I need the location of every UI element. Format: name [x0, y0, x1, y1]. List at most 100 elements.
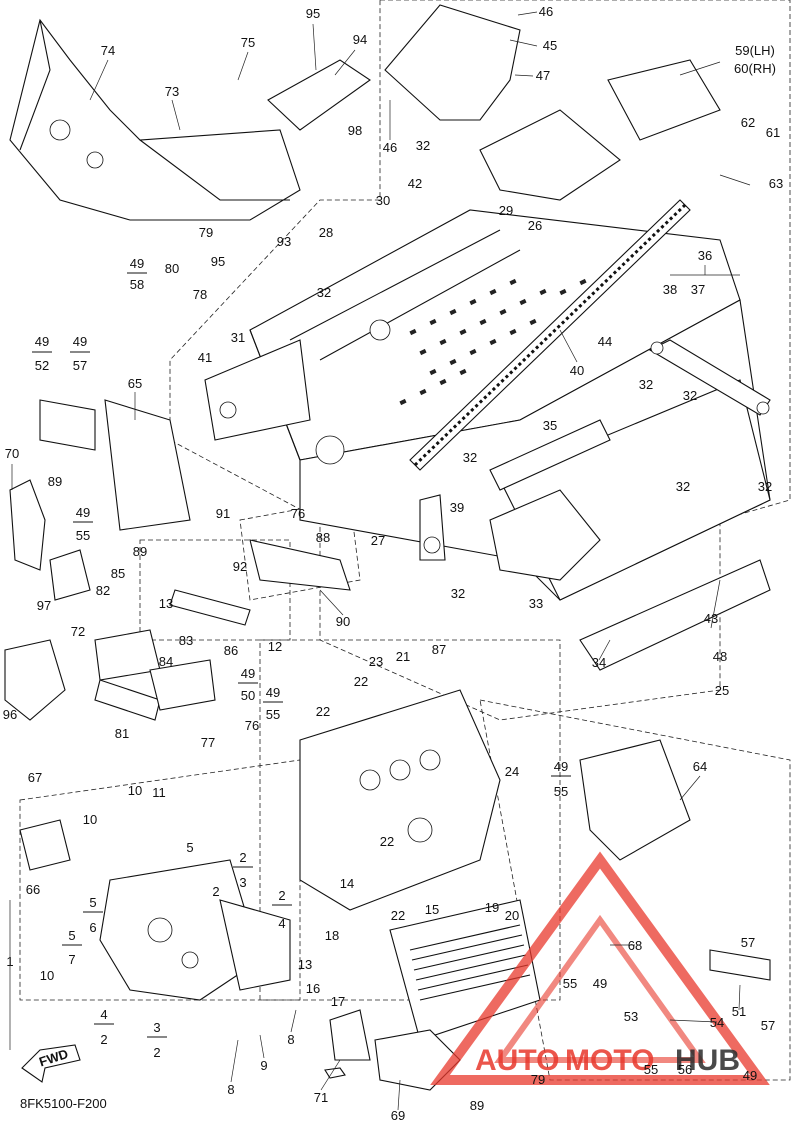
callout-49f: 49	[266, 685, 280, 700]
callout-95: 95	[306, 6, 320, 21]
callout-21: 21	[396, 649, 410, 664]
callout-22b: 22	[316, 704, 330, 719]
callout-55b: 55	[266, 707, 280, 722]
engine-frame	[299, 689, 691, 1041]
callout-32f: 32	[676, 479, 690, 494]
callout-24: 24	[505, 764, 519, 779]
callout-95b: 95	[211, 254, 225, 269]
callout-49a: 49	[130, 256, 144, 271]
callout-57c: 57	[761, 1018, 775, 1033]
callout-8b: 8	[227, 1082, 234, 1097]
callout-47: 47	[536, 68, 550, 83]
callout-72: 72	[71, 624, 85, 639]
callout-70: 70	[5, 446, 19, 461]
callout-88: 88	[316, 530, 330, 545]
callout-49b: 49	[35, 334, 49, 349]
callout-3b: 3	[153, 1020, 160, 1035]
callout-44: 44	[598, 334, 612, 349]
callout-81: 81	[115, 726, 129, 741]
callout-12: 12	[268, 639, 282, 654]
callout-55e: 55	[644, 1062, 658, 1077]
callout-2d: 2	[100, 1032, 107, 1047]
callout-97: 97	[37, 598, 51, 613]
callout-48: 48	[713, 649, 727, 664]
slide-rail	[409, 199, 691, 471]
front-lower-frame	[99, 859, 291, 1001]
callout-94: 94	[353, 32, 367, 47]
callout-67: 67	[28, 770, 42, 785]
callout-27: 27	[371, 533, 385, 548]
callout-55c: 55	[554, 784, 568, 799]
callout-10c: 10	[40, 968, 54, 983]
callout-58: 58	[130, 277, 144, 292]
watermark-text-3: HUB	[675, 1044, 740, 1077]
callout-78: 78	[193, 287, 207, 302]
callout-10b: 10	[83, 812, 97, 827]
callout-17: 17	[331, 994, 345, 1009]
callout-52: 52	[35, 358, 49, 373]
callout-18: 18	[325, 928, 339, 943]
callout-25: 25	[715, 683, 729, 698]
callout-93: 93	[277, 234, 291, 249]
callout-51: 51	[732, 1004, 746, 1019]
callout-91: 91	[216, 506, 230, 521]
callout-50: 50	[241, 688, 255, 703]
callout-89a: 89	[48, 474, 62, 489]
callout-60: 60(RH)	[734, 61, 776, 76]
callout-76a: 76	[291, 506, 305, 521]
callout-8a: 8	[287, 1032, 294, 1047]
radiator-fins	[409, 924, 531, 1001]
rear-plates	[489, 419, 771, 671]
callout-49d: 49	[76, 505, 90, 520]
callout-4a: 4	[278, 916, 285, 931]
callout-13a: 13	[159, 596, 173, 611]
callout-83: 83	[179, 633, 193, 648]
callout-20: 20	[505, 908, 519, 923]
callout-55a: 55	[76, 528, 90, 543]
callout-43: 43	[704, 611, 718, 626]
front-frame-top	[9, 18, 301, 221]
callout-31: 31	[231, 330, 245, 345]
callout-89b: 89	[133, 544, 147, 559]
callout-2a: 2	[239, 850, 246, 865]
callout-59: 59(LH)	[735, 43, 775, 58]
callout-32b: 32	[317, 285, 331, 300]
callout-96: 96	[3, 707, 17, 722]
callout-62: 62	[741, 115, 755, 130]
callout-57a: 57	[73, 358, 87, 373]
callout-39: 39	[450, 500, 464, 515]
callout-76b: 76	[245, 718, 259, 733]
callout-54: 54	[710, 1015, 724, 1030]
callout-29: 29	[499, 203, 513, 218]
callout-33: 33	[529, 596, 543, 611]
diagram-code: 8FK5100-F200	[20, 1096, 107, 1111]
callout-69: 69	[391, 1108, 405, 1123]
leader-lines	[9, 11, 751, 1111]
callout-41: 41	[198, 350, 212, 365]
callout-55d: 55	[563, 976, 577, 991]
callout-14: 14	[340, 876, 354, 891]
callout-2b: 2	[212, 884, 219, 899]
callout-22d: 22	[391, 908, 405, 923]
callout-85: 85	[111, 566, 125, 581]
callout-16: 16	[306, 981, 320, 996]
callout-77: 77	[201, 735, 215, 750]
callout-90: 90	[336, 614, 350, 629]
callout-74: 74	[101, 43, 115, 58]
callout-75: 75	[241, 35, 255, 50]
callout-53: 53	[624, 1009, 638, 1024]
callout-labels: 74 75 95 94 46 45 47 59(LH) 60(RH) 73 98…	[3, 4, 783, 1123]
callout-36: 36	[698, 248, 712, 263]
callout-65: 65	[128, 376, 142, 391]
callout-7: 7	[68, 952, 75, 967]
callout-80: 80	[165, 261, 179, 276]
callout-32a: 32	[416, 138, 430, 153]
callout-92: 92	[233, 559, 247, 574]
callout-49c: 49	[73, 334, 87, 349]
callout-49g: 49	[554, 759, 568, 774]
callout-4b: 4	[100, 1007, 107, 1022]
watermark-text-1: AUTO	[475, 1044, 559, 1077]
fwd-arrow-icon: FWD	[21, 1044, 81, 1083]
top-covers	[267, 4, 721, 201]
callout-98: 98	[348, 123, 362, 138]
